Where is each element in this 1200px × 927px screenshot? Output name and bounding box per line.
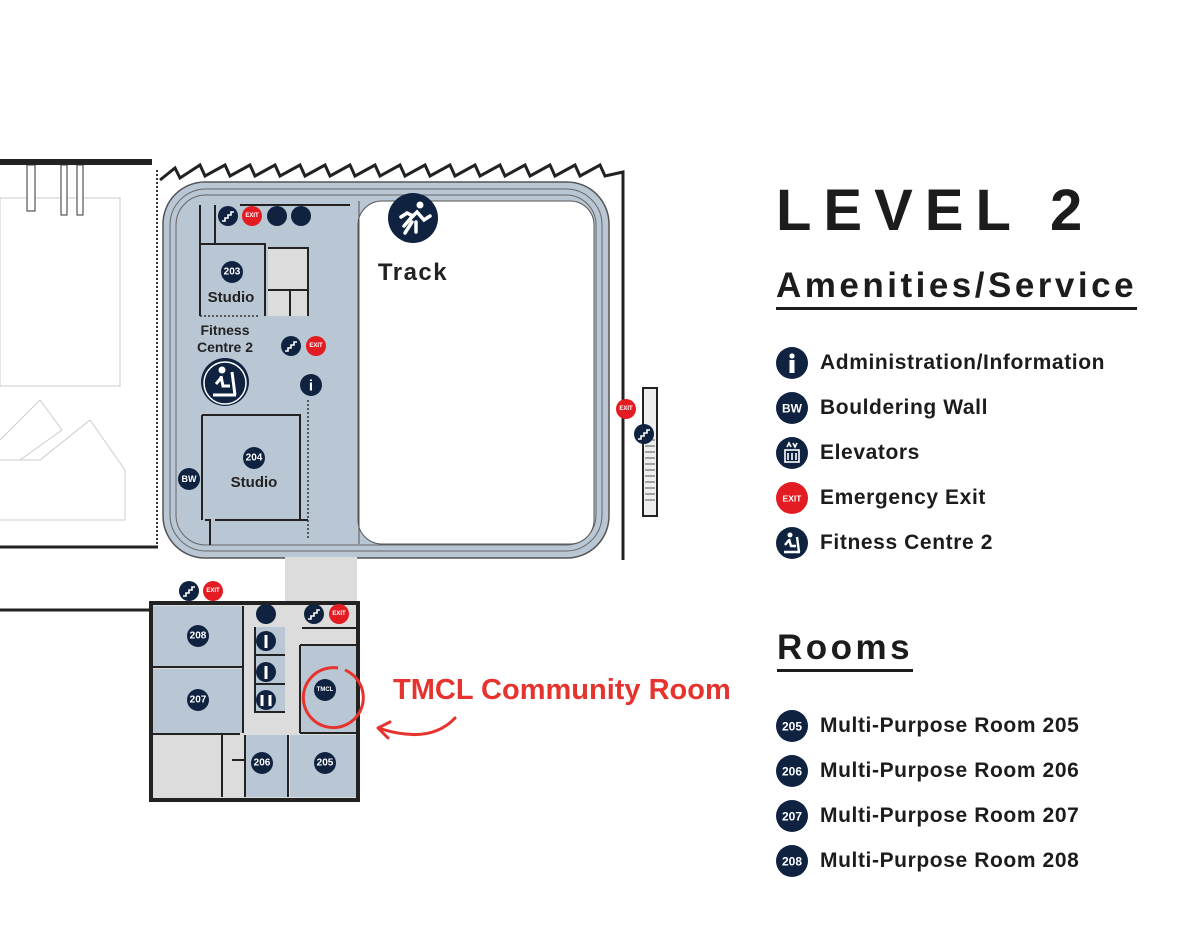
room-badge-text: 208 xyxy=(782,855,802,869)
room-206-number: 206 xyxy=(254,758,271,769)
elevator-icon xyxy=(776,437,808,469)
tmcl-highlight-circle xyxy=(301,666,365,730)
bw-badge-text: BW xyxy=(782,402,803,416)
legend-label: Emergency Exit xyxy=(820,486,986,509)
legend-room-206: 206 Multi-Purpose Room 206 xyxy=(776,754,1079,788)
track-building xyxy=(159,162,625,560)
amenities-heading: Amenities/Service xyxy=(776,268,1138,310)
info-glyph: i xyxy=(309,378,313,395)
stairs-glyph xyxy=(222,211,234,222)
legend-label: Elevators xyxy=(820,441,920,464)
room-badge-icon: 208 xyxy=(776,845,808,877)
tmcl-annotation: TMCL Community Room xyxy=(393,674,731,706)
connector-corridor xyxy=(285,557,357,605)
legend-label: Fitness Centre 2 xyxy=(820,531,993,554)
fitness-icon xyxy=(776,527,808,559)
legend-item-info: Administration/Information xyxy=(776,346,1105,380)
tmcl-number: TMCL xyxy=(317,687,334,693)
room-label: Multi-Purpose Room 205 xyxy=(820,714,1080,737)
exit-icon xyxy=(329,604,349,624)
exit-icon xyxy=(306,336,326,356)
stairs-glyph xyxy=(285,341,297,352)
exit-icon xyxy=(203,581,223,601)
legend-item-bw: BW Bouldering Wall xyxy=(776,391,988,425)
room-205-number: 205 xyxy=(317,758,334,769)
annotation-arrow xyxy=(376,716,457,740)
track-runner-icon xyxy=(388,193,438,243)
exit-icon: EXIT xyxy=(776,482,808,514)
stairs-glyph xyxy=(183,586,195,597)
exit-label: EXIT xyxy=(619,406,633,412)
room-204-number: 204 xyxy=(246,453,263,464)
room-208-number: 208 xyxy=(190,631,207,642)
legend-room-207: 207 Multi-Purpose Room 207 xyxy=(776,799,1079,833)
exit-label: EXIT xyxy=(309,343,323,349)
room-badge-icon: 205 xyxy=(776,710,808,742)
fitness-centre-label-1: Fitness xyxy=(200,322,249,338)
room-203-number: 203 xyxy=(224,267,241,278)
room-badge-text: 206 xyxy=(782,765,802,779)
info-icon xyxy=(300,374,322,396)
legend-item-fitness: Fitness Centre 2 xyxy=(776,526,993,560)
adjacent-building xyxy=(0,159,158,612)
room-badge-icon: 206 xyxy=(776,755,808,787)
exit-label: EXIT xyxy=(332,611,346,617)
room-badge-icon: 207 xyxy=(776,800,808,832)
floor-plan: Track 203 Studio Fitness Centre 2 204 St… xyxy=(0,159,658,802)
bw-label: BW xyxy=(182,474,197,484)
room-204-badge xyxy=(243,447,265,469)
legend-room-208: 208 Multi-Purpose Room 208 xyxy=(776,844,1079,878)
exit-icon xyxy=(242,206,262,226)
legend-item-exit: EXIT Emergency Exit xyxy=(776,481,986,515)
room-badge-text: 205 xyxy=(782,720,802,734)
room-label: Multi-Purpose Room 206 xyxy=(820,759,1080,782)
fitness-centre-label-2: Centre 2 xyxy=(197,339,253,355)
legend-label: Administration/Information xyxy=(820,351,1106,374)
stairwell-east xyxy=(642,387,658,517)
room-label: Multi-Purpose Room 208 xyxy=(820,849,1080,872)
page-title: LEVEL 2 xyxy=(776,178,1095,243)
exit-icon xyxy=(616,399,636,419)
legend-item-elevators: Elevators xyxy=(776,436,920,470)
stairs-glyph xyxy=(638,429,650,440)
restroom-icons xyxy=(256,206,311,710)
room-label: Multi-Purpose Room 207 xyxy=(820,804,1080,827)
room-203-badge xyxy=(221,261,243,283)
track-label: Track xyxy=(378,259,448,286)
room-badge-text: 207 xyxy=(782,810,802,824)
legend-room-205: 205 Multi-Purpose Room 205 xyxy=(776,709,1079,743)
exit-label: EXIT xyxy=(206,588,220,594)
rooms-heading: Rooms xyxy=(777,630,914,672)
exit-badge-text: EXIT xyxy=(783,494,803,504)
studio-204-label: Studio xyxy=(231,474,278,491)
room-207-number: 207 xyxy=(190,695,207,706)
elevator-icon xyxy=(256,604,276,624)
fitness-centre-icon xyxy=(201,358,249,406)
bouldering-wall-icon xyxy=(178,468,200,490)
exit-label: EXIT xyxy=(245,213,259,219)
stairs-glyph xyxy=(308,609,320,620)
studio-203-label: Studio xyxy=(208,289,255,306)
info-icon xyxy=(776,347,808,379)
legend-label: Bouldering Wall xyxy=(820,396,989,419)
bouldering-wall-icon: BW xyxy=(776,392,808,424)
